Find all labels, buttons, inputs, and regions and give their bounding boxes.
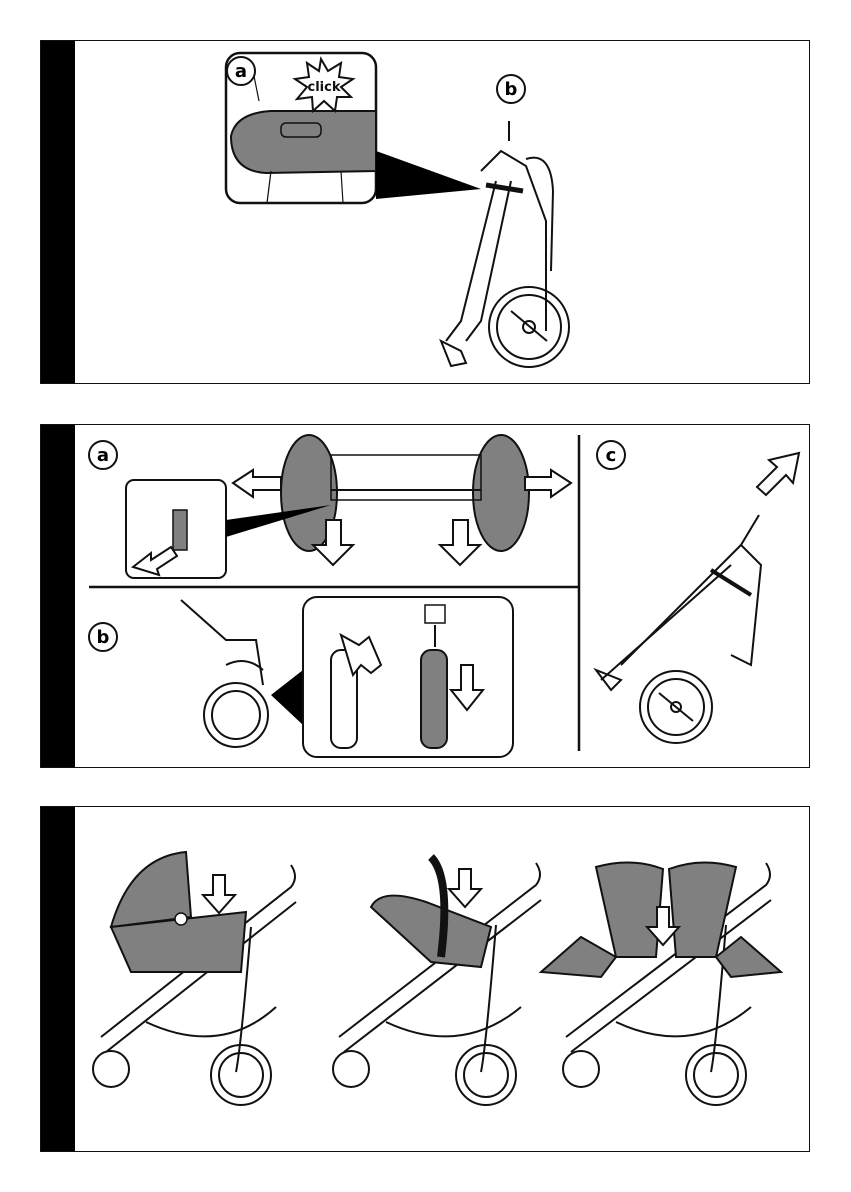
arrow-up-right-icon [757, 453, 799, 495]
step-3-panel [40, 806, 810, 1152]
step-2-illustration: a b [41, 425, 811, 769]
stroller-with-car-seat [333, 857, 541, 1105]
arrow-down-icon [449, 869, 481, 907]
step-1-panel: click a b [40, 40, 810, 384]
rear-axle-drawing [281, 435, 529, 551]
label-a-badge: a [89, 441, 117, 469]
svg-text:c: c [606, 445, 617, 466]
zoom-pointer [271, 670, 303, 725]
label-c-badge: c [597, 441, 625, 469]
svg-text:b: b [97, 627, 110, 648]
step-3-illustration [41, 807, 811, 1153]
folded-frame-drawing [596, 515, 761, 743]
front-wheel-drawing [181, 600, 268, 747]
stroller-with-carrycot [93, 852, 296, 1105]
arrow-down-icon [440, 520, 480, 565]
svg-text:a: a [235, 61, 247, 82]
arrow-right-icon [525, 470, 571, 497]
step-2-panel: a b [40, 424, 810, 768]
label-b-badge: b [497, 75, 525, 103]
stroller-with-seat-unit [541, 862, 781, 1105]
svg-text:a: a [97, 445, 109, 466]
label-b-badge: b [89, 623, 117, 651]
step-1-illustration: click a b [41, 41, 811, 385]
inset-b-detail [303, 597, 513, 757]
zoom-pointer [376, 151, 481, 199]
click-label: click [308, 80, 341, 95]
arrow-down-icon [203, 875, 235, 913]
svg-text:b: b [505, 79, 518, 100]
folded-frame-drawing [441, 121, 569, 367]
label-a-badge: a [227, 57, 255, 85]
arrow-left-icon [233, 470, 281, 497]
